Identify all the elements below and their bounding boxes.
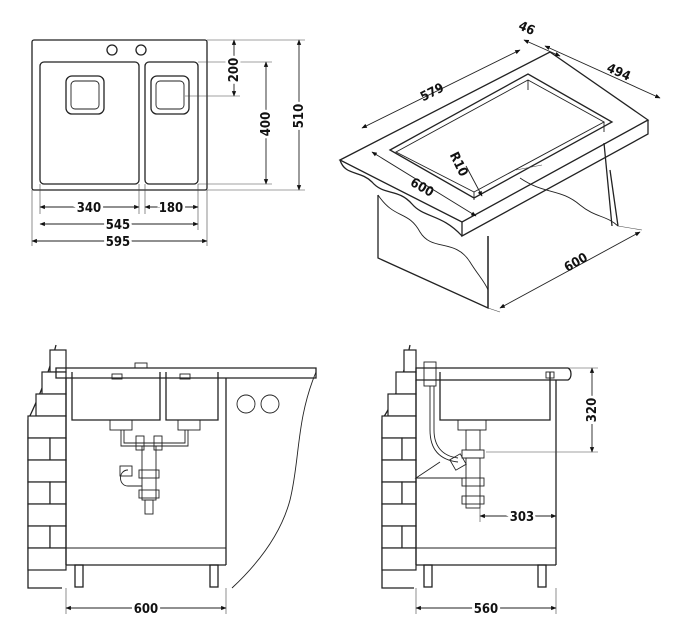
front-bowl-clip-1 <box>111 373 123 380</box>
dim-label-595: 595 <box>106 235 130 250</box>
cabinet-wavy-edge-right <box>519 177 619 227</box>
small-bowl-drain-inner <box>155 80 185 110</box>
side-wall-bricks <box>381 349 417 571</box>
dim-line-600-cabinet <box>499 231 641 309</box>
dim-label-494: 494 <box>604 61 632 85</box>
dim-label-46: 46 <box>516 19 537 39</box>
dim-line-494 <box>544 45 661 99</box>
front-bowl-clip-2 <box>179 373 191 380</box>
sink-top-outline <box>31 39 208 191</box>
dim-label-200: 200 <box>227 58 242 82</box>
front-tap-base <box>134 362 148 369</box>
socket-2 <box>260 394 280 414</box>
large-bowl-drain <box>65 75 105 115</box>
large-bowl-drain-inner <box>70 80 100 110</box>
front-dim-label-600: 600 <box>134 602 158 617</box>
dim-label-400: 400 <box>259 112 274 136</box>
dim-line-r10 <box>465 165 483 197</box>
front-leg-left <box>74 564 84 588</box>
front-bowl-small <box>165 372 219 421</box>
dim-line-579 <box>361 49 521 129</box>
front-view: 600 <box>27 344 317 620</box>
front-waste-plumbing <box>109 419 201 515</box>
small-bowl-drain <box>150 75 190 115</box>
side-bowl-clip <box>545 371 555 379</box>
side-tap <box>423 361 437 387</box>
iso-view: 46 494 579 R10 600 600 <box>338 19 661 313</box>
side-tap-hose <box>429 386 459 463</box>
top-view: 340 180 545 595 200 400 510 <box>31 39 310 253</box>
large-bowl <box>39 61 140 185</box>
dim-label-510: 510 <box>292 104 307 128</box>
cabinet-left-wall <box>377 195 489 310</box>
dim-label-579: 579 <box>418 81 447 105</box>
dim-label-r10: R10 <box>446 150 471 179</box>
worktop-front <box>461 120 649 238</box>
dim-label-180: 180 <box>159 201 183 216</box>
cutout-shadow <box>515 164 543 171</box>
front-leg-right <box>209 564 219 588</box>
side-leg-right <box>537 564 547 588</box>
tap-hole-left <box>106 44 118 56</box>
dim-line-46 <box>523 39 561 57</box>
cabinet-wavy-edge <box>377 194 489 291</box>
front-wall-bricks <box>27 349 67 571</box>
dim-line-600-top <box>371 151 477 217</box>
socket-1 <box>236 394 256 414</box>
worktop-top <box>338 51 650 223</box>
side-leg-left <box>423 564 433 588</box>
front-worktop <box>55 367 317 379</box>
cabinet-right-wall <box>487 169 619 308</box>
dim-label-340: 340 <box>77 201 101 216</box>
side-view: 320 303 560 <box>381 344 603 620</box>
side-bowl <box>439 372 551 421</box>
side-dim-label-303: 303 <box>510 510 534 525</box>
side-dim-label-560: 560 <box>474 602 498 617</box>
front-right-cut <box>231 371 317 589</box>
worktop-left-wavy <box>339 159 463 237</box>
side-dim-label-320: 320 <box>585 398 600 422</box>
side-waste-plumbing <box>414 419 487 509</box>
small-bowl <box>144 61 199 185</box>
tap-hole-right <box>135 44 147 56</box>
dim-label-545: 545 <box>106 218 130 233</box>
dim-label-600-cabinet: 600 <box>562 250 591 275</box>
